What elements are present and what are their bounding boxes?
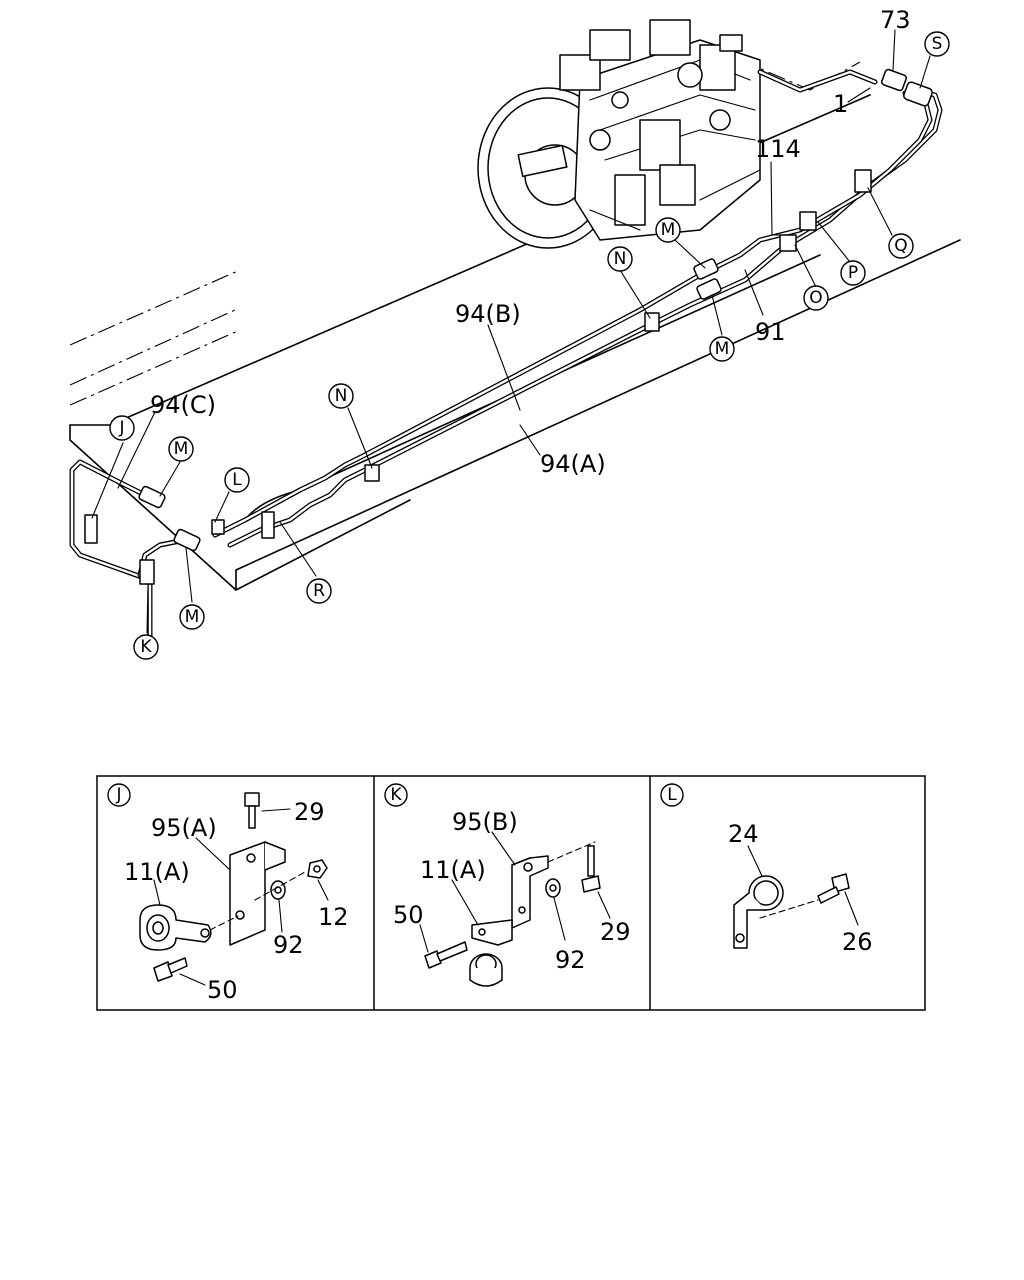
- pipe-joints: [138, 68, 933, 552]
- detail-J-label-95a: 95(A): [151, 814, 217, 842]
- detail-K-key: K: [390, 785, 402, 805]
- callout-M-mid: M: [709, 336, 735, 362]
- leader-lines: [91, 29, 931, 634]
- detail-K-label-92: 92: [555, 946, 586, 974]
- pipe-94c: [69, 459, 188, 648]
- callout-P-label: P: [848, 263, 858, 283]
- detail-panels: [96, 775, 926, 1011]
- callout-O: O: [803, 285, 829, 311]
- callout-M-left: M: [168, 436, 194, 462]
- callout-M-mid-label: M: [715, 339, 730, 359]
- callout-L: L: [224, 467, 250, 493]
- detail-J-key: J: [115, 785, 121, 805]
- label-73: 73: [880, 6, 911, 34]
- callout-N-top-label: N: [614, 249, 627, 269]
- callout-S: S: [924, 31, 950, 57]
- callout-K: K: [133, 634, 159, 660]
- detail-J-label-11a: 11(A): [124, 858, 190, 886]
- transmission-unit: [477, 19, 761, 249]
- callout-N-top: N: [607, 246, 633, 272]
- label-94a: 94(A): [540, 450, 606, 478]
- callout-R: R: [306, 578, 332, 604]
- detail-L-label-26: 26: [842, 928, 873, 956]
- callout-S-label: S: [932, 34, 943, 54]
- detail-K: K 95(B) 11(A) 50 92 29: [384, 783, 631, 987]
- pipe-94b: [212, 90, 933, 538]
- callout-Q: Q: [888, 233, 914, 259]
- detail-J-label-12: 12: [318, 903, 349, 931]
- callout-M-top: M: [655, 217, 681, 243]
- callout-J: J: [109, 415, 135, 441]
- callout-N-left: N: [328, 383, 354, 409]
- detail-J-label-92: 92: [273, 931, 304, 959]
- label-1: 1: [833, 90, 848, 118]
- detail-K-label-50: 50: [393, 901, 424, 929]
- pipe-1: [757, 69, 878, 93]
- callout-K-label: K: [140, 637, 152, 657]
- callout-M-top-label: M: [661, 220, 676, 240]
- callout-O-label: O: [809, 288, 822, 308]
- detail-L-key: L: [667, 785, 677, 805]
- callout-L-label: L: [232, 470, 242, 490]
- detail-J-label-29: 29: [294, 798, 325, 826]
- label-91: 91: [755, 318, 786, 346]
- label-114: 114: [755, 135, 801, 163]
- detail-K-label-29: 29: [600, 918, 631, 946]
- clamps: [84, 169, 872, 585]
- callout-R-label: R: [313, 581, 325, 601]
- callout-M-bottom: M: [179, 604, 205, 630]
- callout-Q-label: Q: [894, 236, 907, 256]
- label-94c: 94(C): [150, 391, 216, 419]
- detail-K-label-95b: 95(B): [452, 808, 518, 836]
- callout-P: P: [840, 260, 866, 286]
- detail-L-label-24: 24: [728, 820, 759, 848]
- detail-L: L 24 26: [660, 783, 873, 956]
- callout-J-label: J: [118, 418, 124, 438]
- detail-J-label-50: 50: [207, 976, 238, 1004]
- label-94b: 94(B): [455, 300, 521, 328]
- detail-J: J 29 95(A) 11(A) 12 92: [107, 783, 349, 1004]
- callout-M-bottom-label: M: [185, 607, 200, 627]
- callout-M-left-label: M: [174, 439, 189, 459]
- callout-N-left-label: N: [335, 386, 348, 406]
- detail-K-label-11a: 11(A): [420, 856, 486, 884]
